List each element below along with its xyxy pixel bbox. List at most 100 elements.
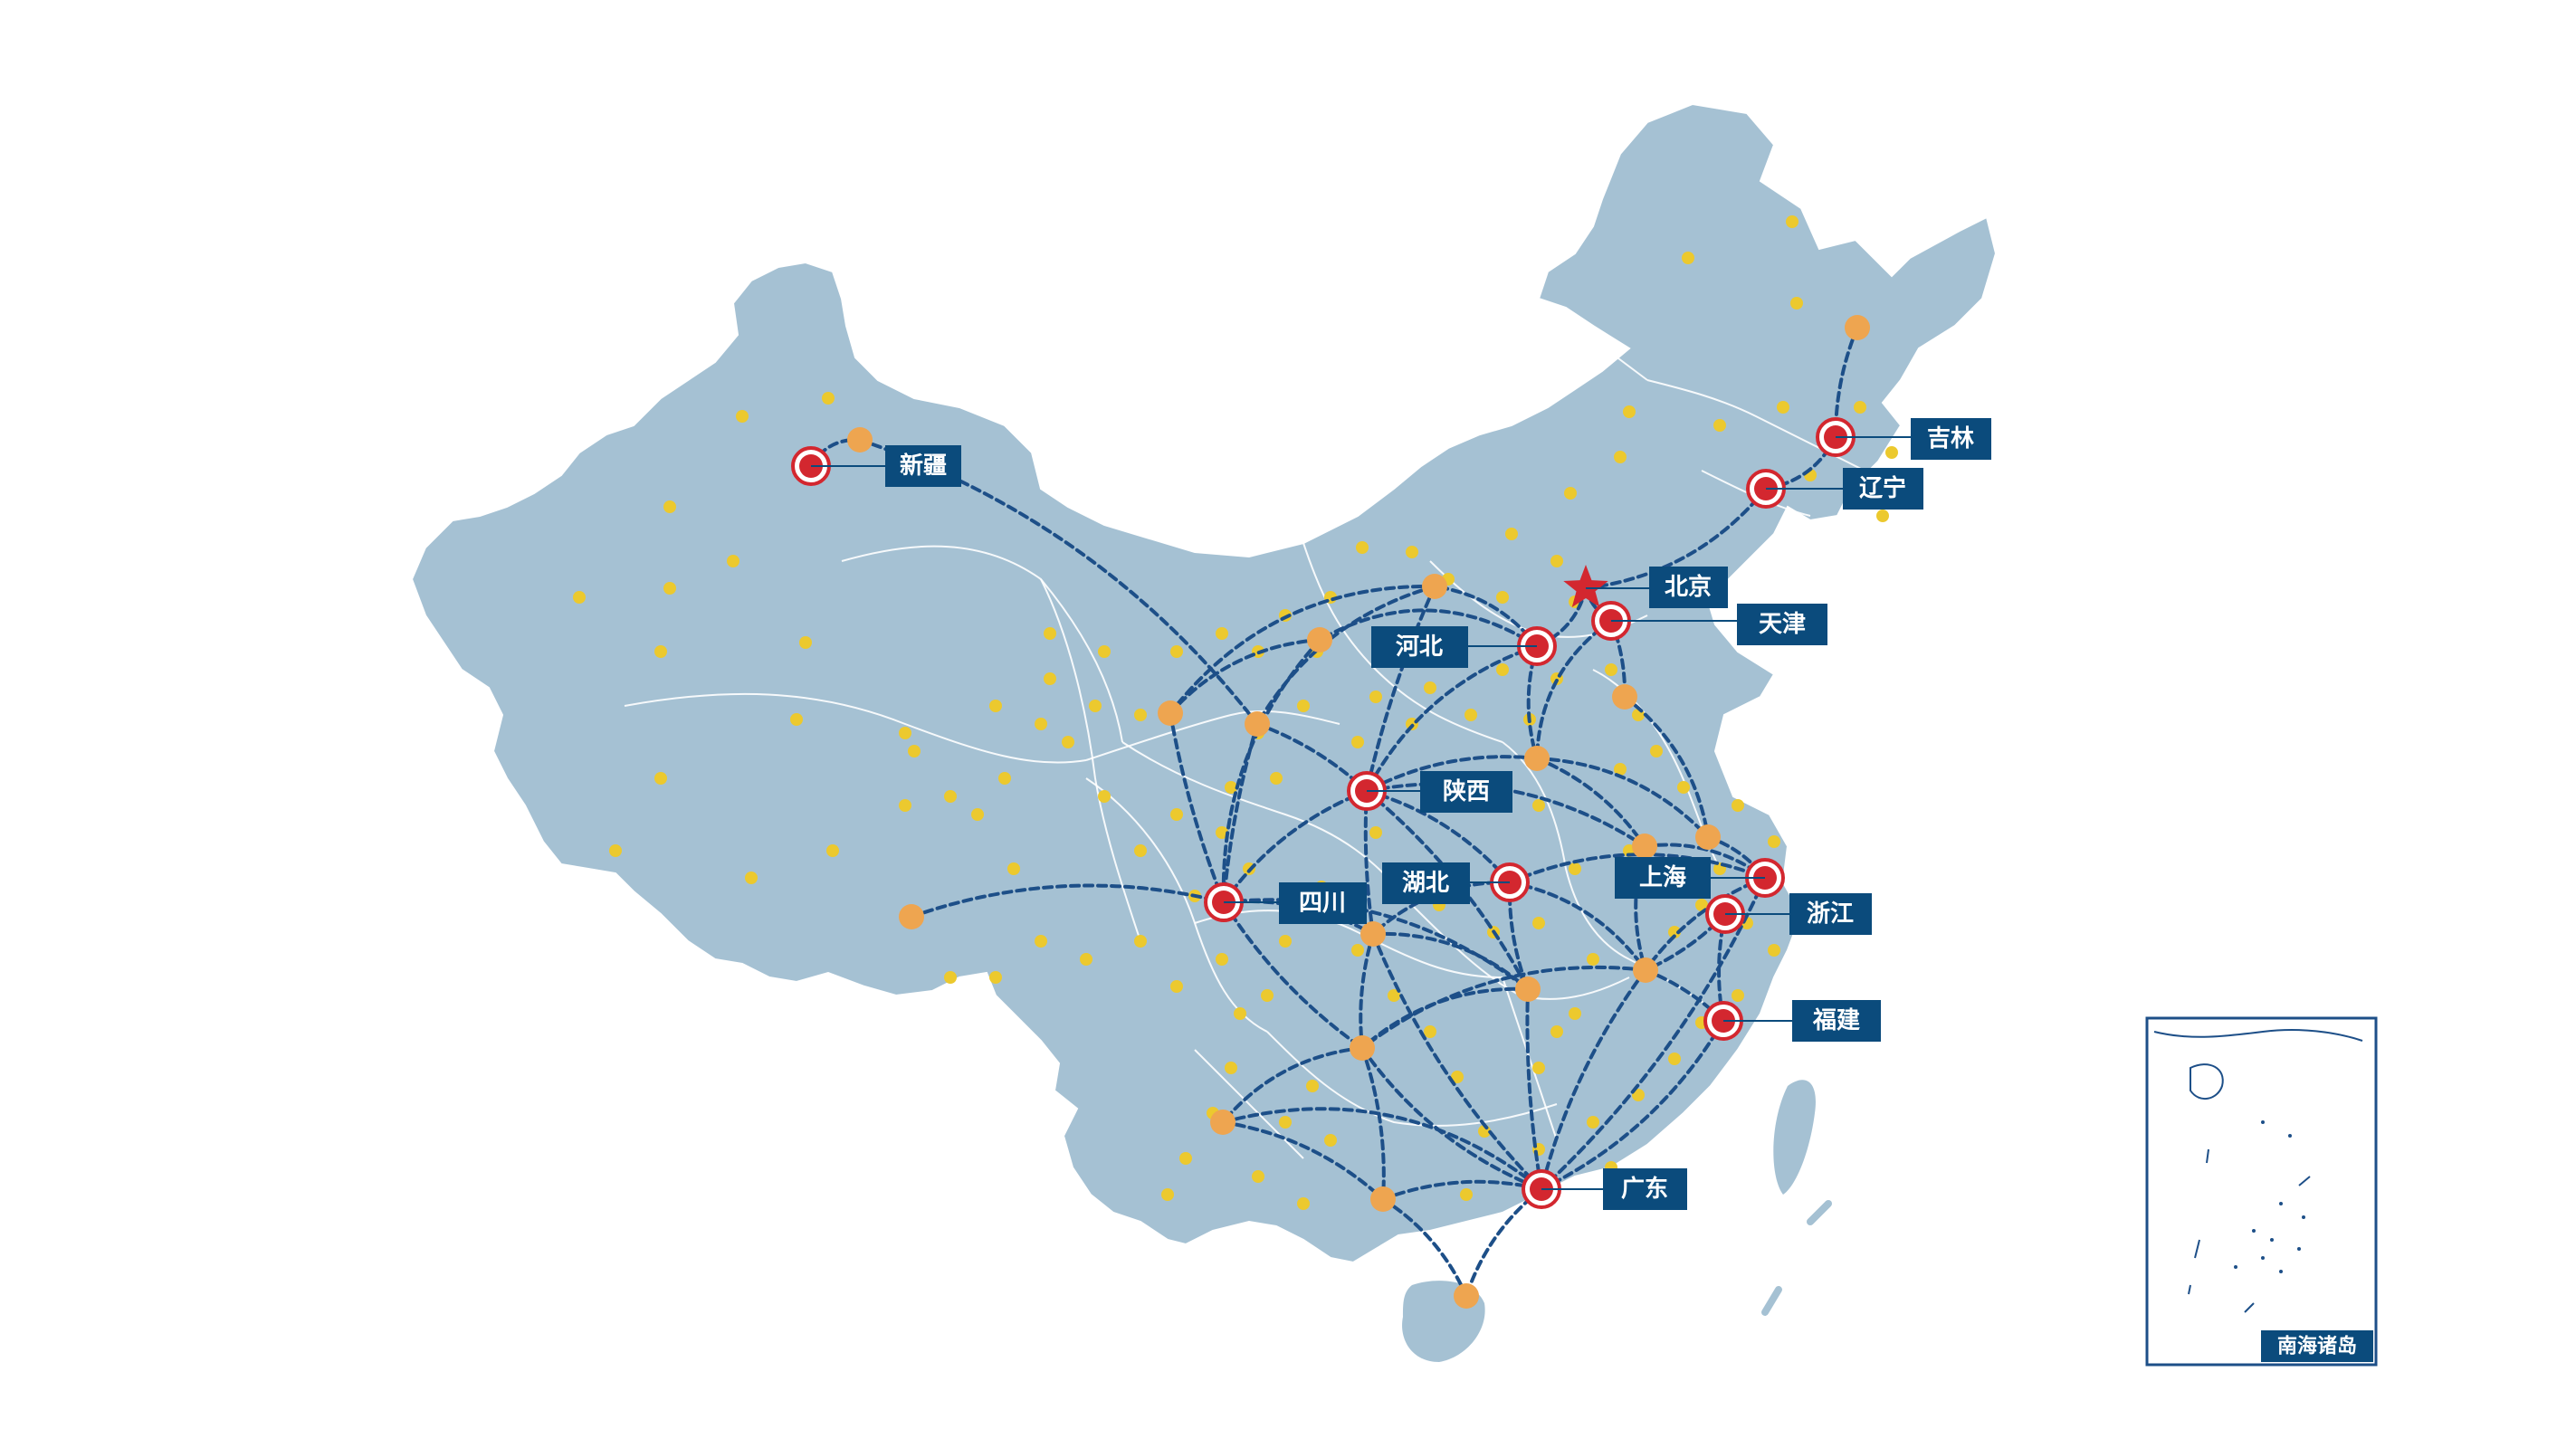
city-dot: [1732, 989, 1744, 1002]
route-line: [1221, 1046, 1364, 1124]
city-dot: [1170, 645, 1183, 658]
city-dot: [1668, 1053, 1681, 1065]
city-dot: [1134, 844, 1147, 857]
city-dot: [1261, 989, 1274, 1002]
city-dot: [1532, 917, 1545, 929]
label-box: [1737, 604, 1827, 645]
label-guangdong: 广东: [1541, 1168, 1687, 1210]
inset-coastline: [2153, 1029, 2363, 1042]
city-dot: [1614, 451, 1627, 463]
label-shanghai: 上海: [1615, 857, 1765, 899]
province-border-6: [1302, 542, 1503, 743]
route-line: [1169, 584, 1436, 715]
transit-node: [1370, 1186, 1396, 1212]
city-dot: [736, 410, 749, 423]
city-dot: [1324, 1134, 1337, 1147]
transit-node: [1350, 1035, 1375, 1061]
city-dot: [1569, 1007, 1581, 1020]
route-line: [1365, 789, 1512, 884]
city-dot: [1035, 718, 1047, 730]
inset-islet: [2261, 1120, 2265, 1124]
city-dot: [1356, 541, 1369, 554]
route-line: [1584, 487, 1768, 590]
city-dot: [1768, 944, 1780, 957]
transit-node: [847, 427, 873, 452]
label-text: 湖北: [1402, 870, 1449, 897]
label-text: 新疆: [900, 452, 947, 480]
city-dot: [1225, 781, 1237, 794]
label-box: [1649, 567, 1728, 608]
inset-islet: [2279, 1270, 2283, 1273]
city-dot: [790, 713, 803, 726]
province-border-17: [1538, 298, 1648, 381]
transit-node: [1360, 921, 1386, 947]
route-line: [1535, 757, 1710, 839]
label-hebei: 河北: [1371, 626, 1537, 668]
city-dot: [1424, 681, 1436, 694]
route-line: [1169, 711, 1226, 904]
city-dot: [1569, 862, 1581, 875]
city-dot: [1564, 487, 1577, 500]
city-dot: [1170, 980, 1183, 993]
city-dot: [1677, 781, 1690, 794]
city-dot: [1605, 663, 1617, 676]
route-line: [1371, 932, 1543, 1191]
city-dot: [1279, 935, 1292, 948]
label-box: [1615, 857, 1711, 899]
province-border-2: [1040, 578, 1141, 942]
city-dot: [1732, 799, 1744, 812]
route-line: [1169, 638, 1321, 715]
province-border-1: [624, 692, 1087, 764]
inset-caption: 南海诸岛: [2277, 1335, 2357, 1358]
city-dot: [1161, 1188, 1174, 1201]
inset-islet: [2288, 1134, 2292, 1138]
label-text: 上海: [1639, 864, 1686, 891]
city-dot: [989, 971, 1002, 984]
label-text: 四川: [1299, 890, 1346, 917]
inset-islet: [2297, 1247, 2301, 1251]
city-dot: [1505, 528, 1518, 540]
label-box: [1911, 418, 1991, 460]
south-china-sea-inset: 南海诸岛: [2145, 1016, 2378, 1367]
inset-caption-box: [2261, 1330, 2373, 1362]
city-dot: [663, 582, 676, 595]
transit-node: [1210, 1110, 1236, 1135]
city-dot: [1007, 862, 1020, 875]
label-box: [1789, 893, 1872, 935]
route-line: [1365, 644, 1539, 793]
route-line: [1508, 881, 1647, 972]
star-icon: [1563, 565, 1608, 608]
city-dot: [1682, 252, 1694, 264]
transit-node: [1454, 1283, 1479, 1309]
city-dot: [1170, 808, 1183, 821]
route-line: [1540, 1019, 1725, 1191]
transit-node: [1515, 976, 1541, 1002]
city-dot: [1089, 700, 1102, 712]
route-line: [1221, 1107, 1543, 1191]
city-dot: [1351, 736, 1364, 748]
city-dot: [1062, 736, 1074, 748]
city-dot: [654, 645, 667, 658]
city-dot: [1465, 709, 1477, 721]
city-dot: [1650, 745, 1663, 757]
route-line: [1623, 695, 1710, 839]
city-dot: [899, 727, 911, 739]
transit-nodes: [847, 315, 1870, 1309]
city-dot: [1306, 1080, 1319, 1092]
route-line: [1365, 755, 1539, 793]
route-line: [1381, 1197, 1468, 1298]
province-border-3: [1121, 741, 1413, 906]
city-dot: [1496, 591, 1509, 604]
city-dot: [1876, 510, 1889, 522]
taiwan-shape: [1773, 1080, 1816, 1195]
city-dot: [1134, 935, 1147, 948]
city-dot: [745, 872, 758, 884]
sea-dash-2: [1761, 1286, 1782, 1316]
inset-dash: [2298, 1176, 2311, 1186]
city-dot: [1279, 1116, 1292, 1129]
city-dot: [989, 700, 1002, 712]
inset-islet: [2234, 1265, 2237, 1269]
city-dot: [1225, 1062, 1237, 1074]
